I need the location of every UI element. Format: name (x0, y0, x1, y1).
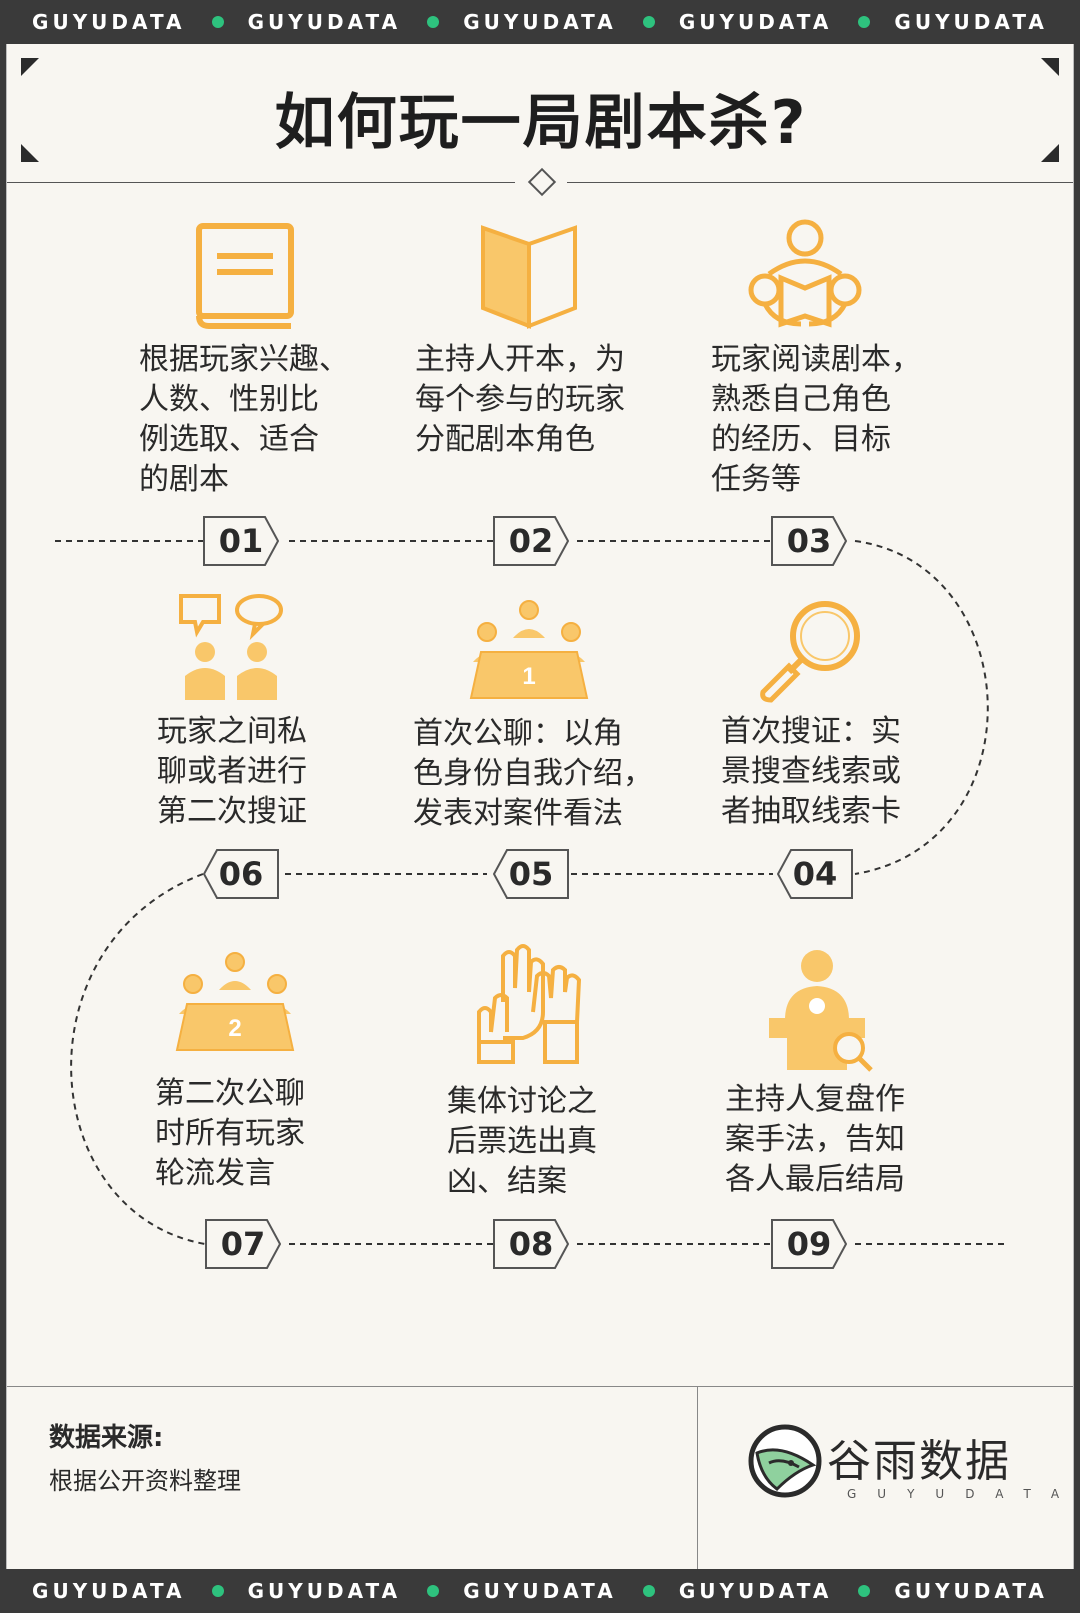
bottom-ribbon: GUYUDATA GUYUDATA GUYUDATA GUYUDATA GUYU… (0, 1569, 1080, 1613)
dot-icon (427, 16, 440, 28)
dot-icon (858, 1585, 871, 1597)
ribbon-item: GUYUDATA (248, 1579, 440, 1603)
step-number-badge: 08 (493, 1219, 569, 1269)
step-01-text: 根据玩家兴趣、人数、性别比例选取、适合的剧本 (139, 342, 349, 497)
corner-mark (21, 58, 39, 76)
private-chat-icon (177, 592, 287, 706)
brand-name: 谷雨数据 (827, 1436, 1011, 1487)
step-number: 08 (508, 1225, 554, 1263)
corner-mark (21, 144, 39, 162)
step-03-text: 玩家阅读剧本，熟悉自己角色的经历、目标任务等 (711, 342, 921, 497)
step-06-text: 玩家之间私聊或者进行第二次搜证 (157, 714, 307, 829)
step-number: 04 (792, 855, 838, 893)
source-label: 数据来源: (49, 1423, 164, 1453)
step-number: 02 (508, 522, 554, 560)
meeting-number: 1 (522, 663, 535, 690)
meeting-table-2-icon: 2 (175, 950, 295, 1058)
open-book-icon (477, 222, 581, 336)
reading-person-icon (745, 218, 865, 334)
flow-path (55, 540, 1007, 1245)
meeting-table-1-icon: 1 (469, 598, 589, 706)
brand-subtitle: GUYUDATA (847, 1487, 1074, 1501)
step-number: 09 (786, 1225, 832, 1263)
corner-mark (1041, 144, 1059, 162)
dot-icon (427, 1585, 440, 1597)
raised-hands-icon (473, 942, 583, 1070)
dot-icon (642, 16, 655, 28)
step-number-badge: 04 (777, 849, 853, 899)
step-number-badge: 07 (205, 1219, 281, 1269)
step-number-badge: 03 (771, 516, 847, 566)
step-05-text: 首次公聊：以角色身份自我介绍，发表对案件看法 (413, 716, 653, 831)
step-09-text: 主持人复盘作案手法，告知各人最后结局 (725, 1082, 905, 1197)
step-number: 06 (218, 855, 264, 893)
dot-icon (211, 1585, 224, 1597)
ribbon-item: GUYUDATA (463, 1579, 655, 1603)
ribbon-item: GUYUDATA (679, 10, 871, 34)
ribbon-item: GUYUDATA (679, 1579, 871, 1603)
book-icon (195, 222, 299, 336)
source-text: 根据公开资料整理 (49, 1467, 241, 1495)
ribbon-item: GUYUDATA (248, 10, 440, 34)
step-07-text: 第二次公聊时所有玩家轮流发言 (155, 1076, 305, 1191)
step-08-text: 集体讨论之后票选出真凶、结案 (447, 1084, 597, 1199)
top-ribbon: GUYUDATA GUYUDATA GUYUDATA GUYUDATA GUYU… (0, 0, 1080, 44)
step-number: 05 (508, 855, 554, 893)
step-number: 07 (220, 1225, 266, 1263)
step-number: 03 (786, 522, 832, 560)
step-number-badge: 09 (771, 1219, 847, 1269)
step-02-text: 主持人开本，为每个参与的玩家分配剧本角色 (415, 342, 625, 457)
corner-mark (1041, 58, 1059, 76)
magnifier-icon (757, 596, 867, 710)
dot-icon (858, 16, 871, 28)
step-number-badge: 06 (203, 849, 279, 899)
brand-logo-icon (747, 1423, 823, 1503)
title-divider (567, 182, 1073, 183)
footer-divider (697, 1387, 698, 1569)
step-number-badge: 02 (493, 516, 569, 566)
step-number-badge: 01 (203, 516, 279, 566)
footer: 数据来源: 根据公开资料整理 谷雨数据 GUYUDATA (7, 1386, 1074, 1569)
meeting-number: 2 (228, 1015, 241, 1042)
step-number-badge: 05 (493, 849, 569, 899)
ribbon-item: GUYUDATA (463, 10, 655, 34)
step-number: 01 (218, 522, 264, 560)
step-04-text: 首次搜证：实景搜查线索或者抽取线索卡 (721, 714, 901, 829)
ribbon-item: GUYUDATA (32, 1579, 224, 1603)
ribbon-item: GUYUDATA (32, 10, 224, 34)
page-title: 如何玩一局剧本杀? (274, 88, 808, 158)
content-card: 如何玩一局剧本杀? (6, 44, 1074, 1569)
ribbon-item: GUYUDATA (894, 1579, 1048, 1603)
host-review-icon (769, 948, 873, 1076)
title-divider (7, 182, 515, 183)
dot-icon (211, 16, 224, 28)
ribbon-item: GUYUDATA (894, 10, 1048, 34)
dot-icon (642, 1585, 655, 1597)
